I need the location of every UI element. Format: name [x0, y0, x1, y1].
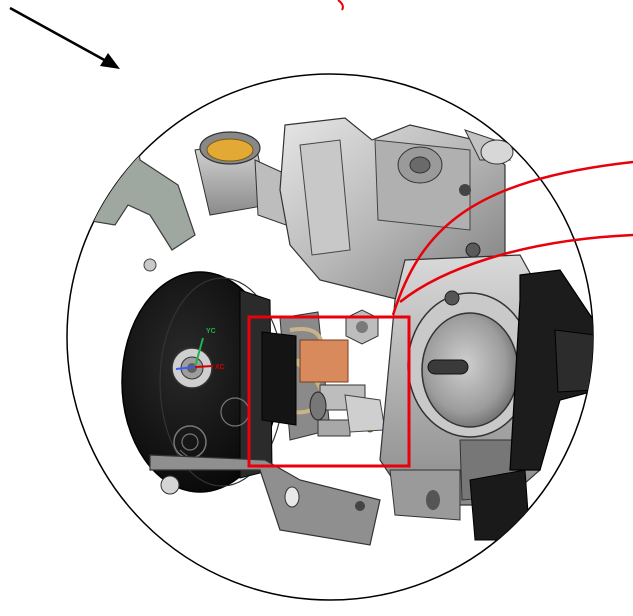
throttle-position-sensor [469, 269, 593, 541]
copper-bushing [299, 339, 349, 383]
lower-casting [149, 454, 381, 546]
return-spring-assembly [261, 311, 386, 441]
axis-y-line [194, 337, 204, 368]
throttle-shaft [427, 359, 469, 375]
callout-leaders [391, 160, 633, 316]
axis-xc-line [194, 365, 214, 368]
hex-fitting [345, 309, 379, 345]
coordinate-triad: YC XC [175, 328, 225, 371]
upper-housing [279, 117, 514, 301]
pointer-arrow-shaft [9, 6, 109, 64]
pointer-arrow [9, 6, 120, 69]
idle-adjust-screw [317, 419, 351, 437]
highlight-box [247, 315, 411, 468]
axis-label-x: XC [215, 364, 225, 371]
callout-fragment-top [337, 0, 344, 11]
bracket-hole-upper [104, 129, 126, 151]
axis-label-y: YC [206, 328, 216, 335]
bracket-hook [82, 179, 103, 209]
pointer-arrow-head [100, 53, 120, 69]
callout-leader-upper [391, 160, 633, 316]
callout-leader-lower [399, 233, 633, 303]
axis-x-line [175, 366, 196, 370]
